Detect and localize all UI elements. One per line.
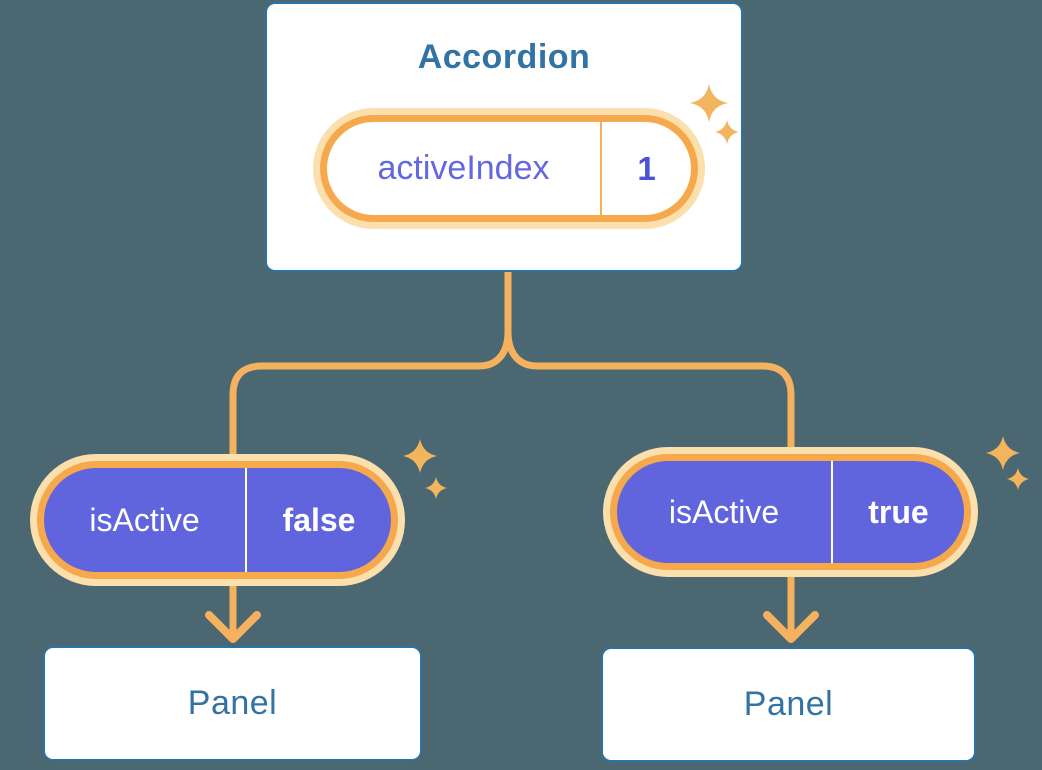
prop-value-label: false <box>282 501 356 538</box>
prop-name-label: isActive <box>668 493 780 530</box>
state-pill-activeindex: activeIndex 1 <box>313 108 705 229</box>
connector-root-to-right-child <box>504 268 795 641</box>
panel-component-node-left: Panel <box>43 646 422 761</box>
accordion-node-title: Accordion <box>417 38 591 76</box>
sparkle-icon <box>986 436 1029 490</box>
prop-pill-ring: isActive false <box>37 461 398 579</box>
pill-divider <box>245 468 247 572</box>
arrowhead-down-icon <box>763 611 819 643</box>
panel-node-title: Panel <box>187 684 278 722</box>
prop-pill-isactive-false: isActive false <box>30 454 405 586</box>
pill-divider <box>831 461 833 563</box>
prop-pill-ring: isActive true <box>610 454 971 570</box>
panel-component-node-right: Panel <box>601 647 976 762</box>
pill-divider <box>600 122 602 215</box>
prop-pill-isactive-true: isActive true <box>603 447 978 577</box>
panel-node-title: Panel <box>743 685 834 723</box>
arrowhead-down-icon <box>205 611 261 643</box>
state-name-label: activeIndex <box>377 149 550 187</box>
sparkle-icon <box>403 439 447 499</box>
state-value-label: 1 <box>637 149 656 187</box>
prop-name-label: isActive <box>89 501 200 538</box>
prop-value-label: true <box>868 493 929 530</box>
state-pill-ring: activeIndex 1 <box>320 115 698 222</box>
sparkle-icon <box>690 84 739 144</box>
